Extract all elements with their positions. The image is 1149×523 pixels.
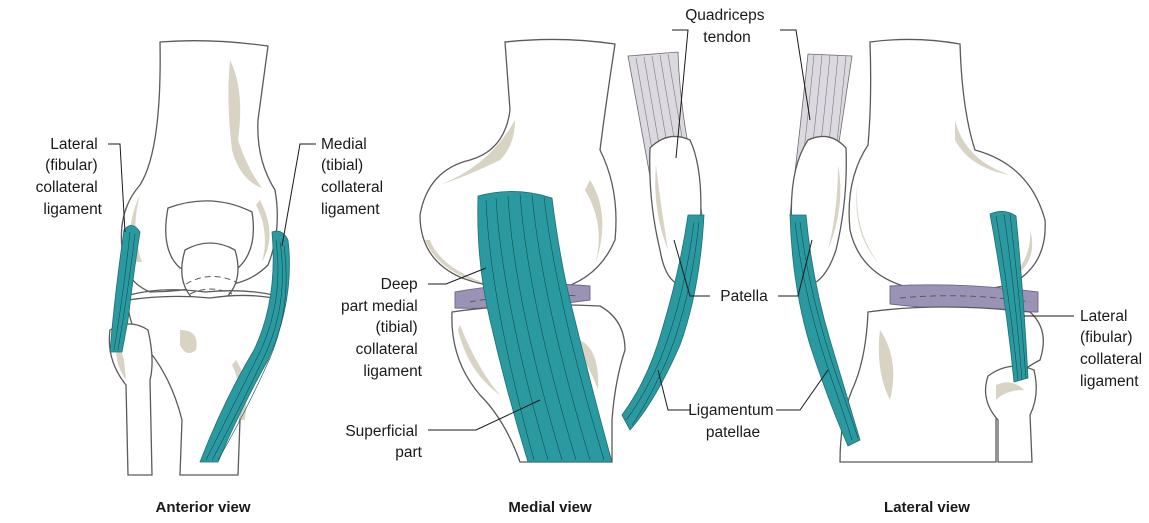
label-lateral-fibular-collateral-left: Lateral (fibular) collateral ligament (36, 136, 103, 218)
captions: Anterior view Medial view Lateral view (155, 499, 970, 516)
label-ligamentum-patellae: Ligamentum patellae (688, 402, 778, 441)
label-deep-part-medial: Deep part medial (tibial) collateral lig… (341, 276, 423, 380)
anterior-patella (182, 243, 238, 301)
medial-view (420, 39, 704, 462)
label-quadriceps-tendon: Quadriceps tendon (685, 7, 769, 46)
label-lateral-fibular-collateral-right: Lateral (fibular) collateral ligament (1080, 308, 1146, 390)
caption-medial-view: Medial view (508, 499, 592, 516)
label-medial-tibial-collateral: Medial (tibial) collateral ligament (321, 136, 387, 218)
label-patella: Patella (720, 288, 768, 305)
caption-lateral-view: Lateral view (884, 499, 970, 516)
anterior-view (109, 41, 289, 475)
caption-anterior-view: Anterior view (155, 499, 250, 516)
label-superficial-part: Superficial part (345, 423, 422, 461)
lateral-view (790, 39, 1045, 462)
